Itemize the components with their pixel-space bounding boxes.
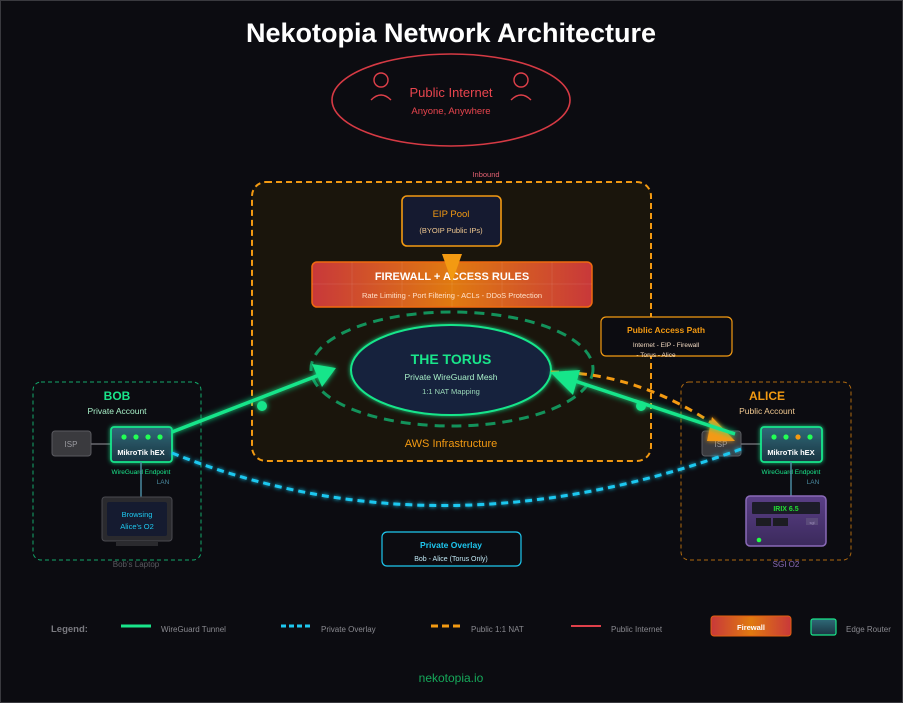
bob-lan-label: LAN	[157, 479, 170, 486]
alice-tunnel-endpoint	[636, 401, 646, 411]
alice-wireguard-tunnel	[574, 379, 736, 436]
power-led-icon	[756, 537, 762, 543]
private-overlay-title: Private Overlay	[420, 540, 482, 550]
led-icon	[121, 434, 127, 440]
alice-sgi-node: IRIX 6.5 sgi	[745, 495, 827, 547]
alice-lan-label: LAN	[807, 479, 820, 486]
eip-pool-sublabel: (BYOIP Public IPs)	[419, 226, 483, 235]
firewall-node: FIREWALL + ACCESS RULES Rate Limiting - …	[311, 261, 593, 308]
public-access-path-title: Public Access Path	[627, 325, 705, 335]
alice-tunnel-arrowhead	[550, 370, 580, 395]
led-icon	[807, 434, 813, 440]
led-icon	[157, 434, 163, 440]
led-icon	[771, 434, 777, 440]
user-icon	[510, 72, 532, 101]
torus-ring	[309, 310, 595, 428]
legend-label-public-nat: Public 1:1 NAT	[471, 625, 524, 634]
eip-pool-node: EIP Pool (BYOIP Public IPs)	[401, 195, 502, 247]
firewall-sublabel: Rate Limiting - Port Filtering - ACLs - …	[362, 291, 542, 300]
legend-label-wireguard: WireGuard Tunnel	[161, 625, 226, 634]
alice-router-label: MikroTik hEX	[767, 448, 814, 457]
bob-device-label: Bob's Laptop	[113, 560, 160, 569]
led-icon	[783, 434, 789, 440]
public-internet-label: Public Internet	[409, 85, 492, 100]
legend-label-edge-router: Edge Router	[846, 625, 891, 634]
user-icon	[370, 72, 392, 101]
bob-wireguard-tunnel	[171, 370, 328, 434]
led-icon	[145, 434, 151, 440]
footer-link[interactable]: nekotopia.io	[419, 671, 484, 685]
alice-region	[680, 381, 852, 561]
private-overlay-path	[171, 447, 742, 507]
bob-account: Private Account	[87, 406, 147, 416]
sgi-badge: sgi	[809, 520, 814, 525]
bob-name: BOB	[104, 389, 131, 403]
torus-sublabel: Private WireGuard Mesh	[404, 372, 497, 382]
public-access-path-box: Public Access Path Internet - EIP - Fire…	[600, 316, 733, 359]
bob-screen-line1: Browsing	[122, 510, 153, 519]
legend-title: Legend:	[51, 624, 88, 635]
legend-label-firewall: Firewall	[737, 623, 765, 632]
led-icon	[133, 434, 139, 440]
legend-swatch-edge-router	[810, 618, 837, 636]
legend: Legend: WireGuard Tunnel Private Overlay…	[51, 615, 891, 637]
eip-pool-label: EIP Pool	[433, 209, 470, 220]
public-internet-node: Public Internet Anyone, Anywhere	[331, 53, 571, 147]
public-internet-sublabel: Anyone, Anywhere	[411, 106, 490, 117]
bob-tunnel-endpoint	[257, 401, 267, 411]
private-overlay-subtitle: Bob - Alice (Torus Only)	[414, 556, 488, 563]
public-access-path-line2: - Torus - Alice	[636, 352, 676, 359]
bob-screen-line2: Alice's O2	[120, 522, 154, 531]
alice-screen: IRIX 6.5	[773, 506, 798, 513]
torus-node: THE TORUS Private WireGuard Mesh 1:1 NAT…	[350, 324, 552, 416]
eip-to-firewall-arrow	[442, 254, 462, 282]
alice-name: ALICE	[749, 389, 785, 403]
aws-infrastructure-label: AWS Infrastructure	[405, 438, 498, 450]
page-title: Nekotopia Network Architecture	[246, 18, 656, 48]
legend-swatch-firewall	[710, 615, 792, 637]
bob-isp-node: ISP	[51, 430, 92, 457]
bob-router-node: MikroTik hEX	[110, 426, 173, 463]
aws-infrastructure-region	[251, 181, 652, 462]
bob-tunnel-arrowhead	[312, 364, 336, 387]
bob-router-label: MikroTik hEX	[117, 448, 164, 457]
alice-account: Public Account	[739, 406, 795, 416]
private-overlay-box: Private Overlay Bob - Alice (Torus Only)	[381, 531, 522, 567]
bob-laptop-node: Browsing Alice's O2	[101, 496, 173, 546]
torus-detail: 1:1 NAT Mapping	[422, 387, 480, 396]
alice-router-node: MikroTik hEX	[760, 426, 823, 463]
bob-region	[32, 381, 202, 561]
legend-label-public-internet: Public Internet	[611, 625, 663, 634]
torus-label: THE TORUS	[411, 351, 492, 367]
led-icon	[795, 434, 801, 440]
alice-isp-label: ISP	[715, 440, 728, 449]
alice-device-label: SGI O2	[773, 560, 800, 569]
bob-isp-label: ISP	[65, 440, 78, 449]
legend-label-private-overlay: Private Overlay	[321, 625, 376, 634]
inbound-label: Inbound	[472, 170, 499, 179]
public-access-path-line1: Internet - EIP - Firewall	[633, 342, 700, 349]
